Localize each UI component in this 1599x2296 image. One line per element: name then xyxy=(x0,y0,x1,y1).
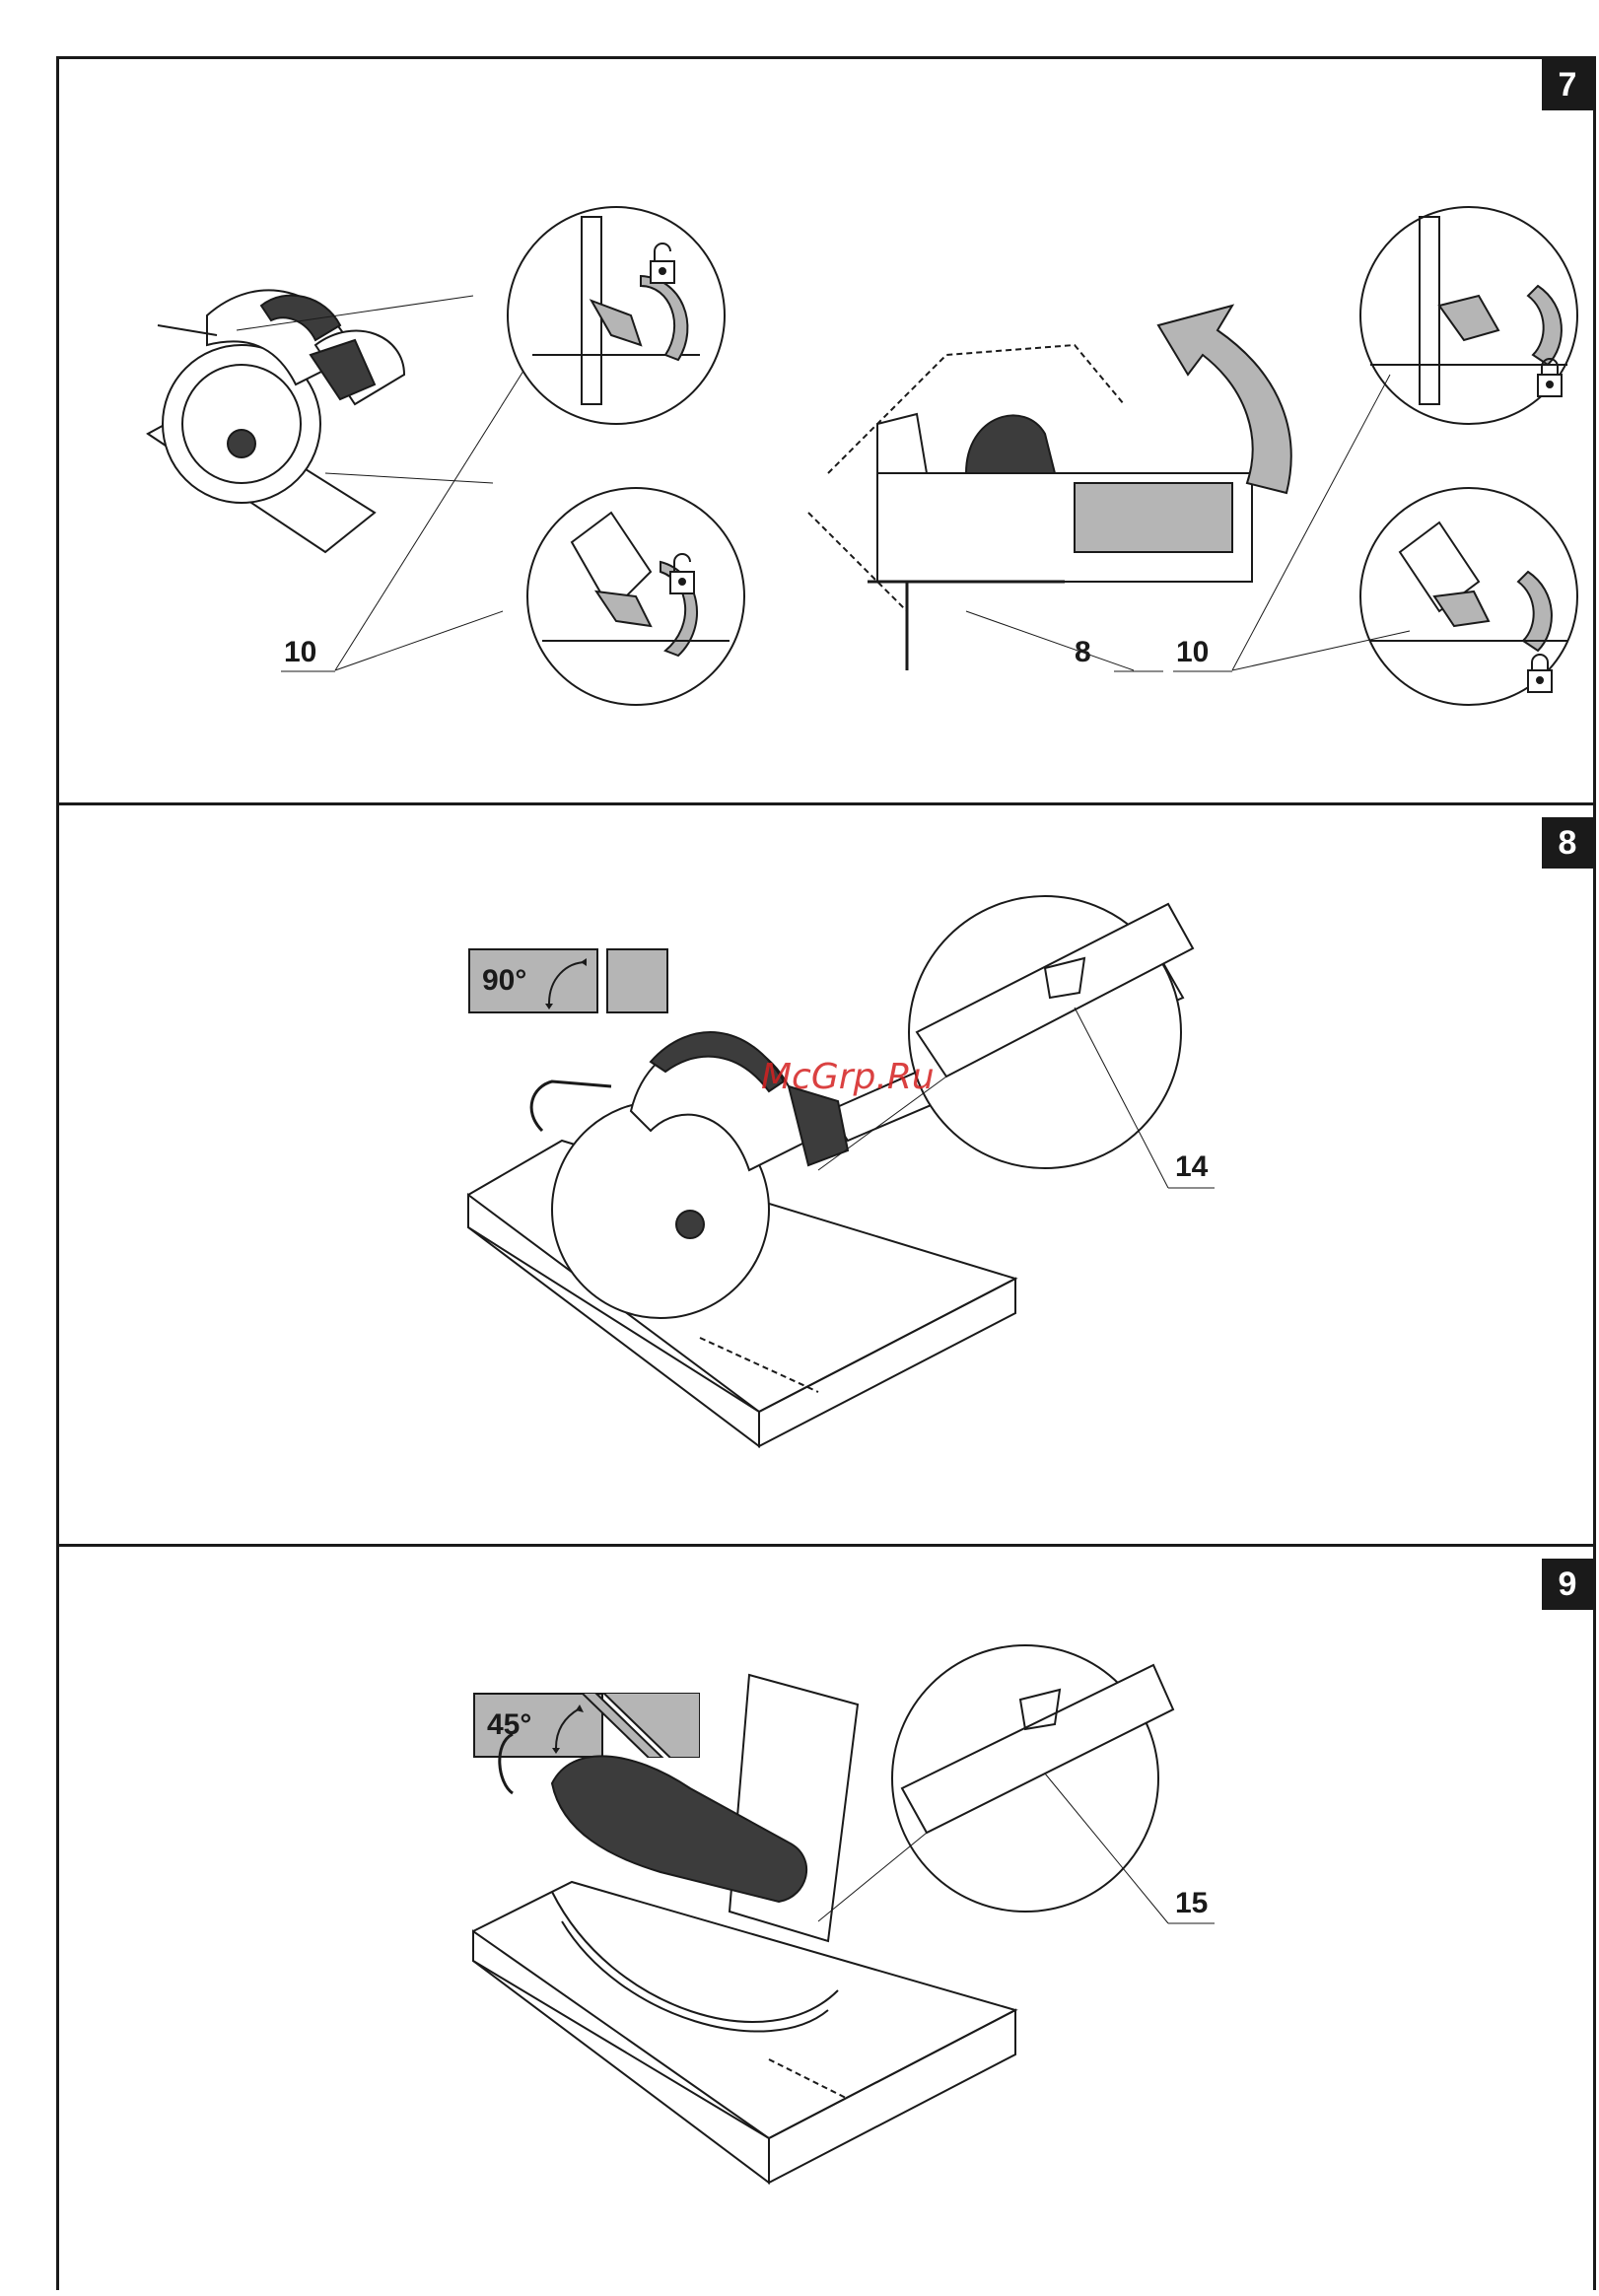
page-frame: 7 xyxy=(56,56,1596,2290)
callout-15: 15 xyxy=(1175,1887,1208,1920)
zoom-detail-lever-locked-top xyxy=(1360,207,1577,424)
callout-14: 14 xyxy=(1175,1150,1208,1184)
figure-7-illustration xyxy=(59,59,1593,802)
figure-7-panel: 7 xyxy=(59,59,1593,802)
figure-9-panel: 9 45° xyxy=(59,1544,1593,2293)
zoom-detail-lever-unlocked-top xyxy=(508,207,725,424)
zoom-detail-lever-unlocked-bottom xyxy=(527,488,744,705)
watermark: McGrp.Ru xyxy=(761,1057,935,1097)
figure-9-illustration xyxy=(59,1547,1593,2296)
figure-8-panel: 8 90° xyxy=(59,802,1593,1544)
circular-saw-drawing xyxy=(148,290,404,552)
callout-10-right: 10 xyxy=(1176,636,1209,669)
saw-side-view-tilt-drawing xyxy=(808,345,1252,670)
figure-8-illustration xyxy=(59,805,1593,1547)
rotate-arrow-icon xyxy=(1158,306,1291,493)
callout-8: 8 xyxy=(1075,636,1091,669)
zoom-detail-lever-locked-bottom xyxy=(1360,488,1577,705)
callout-10-left: 10 xyxy=(284,636,316,669)
